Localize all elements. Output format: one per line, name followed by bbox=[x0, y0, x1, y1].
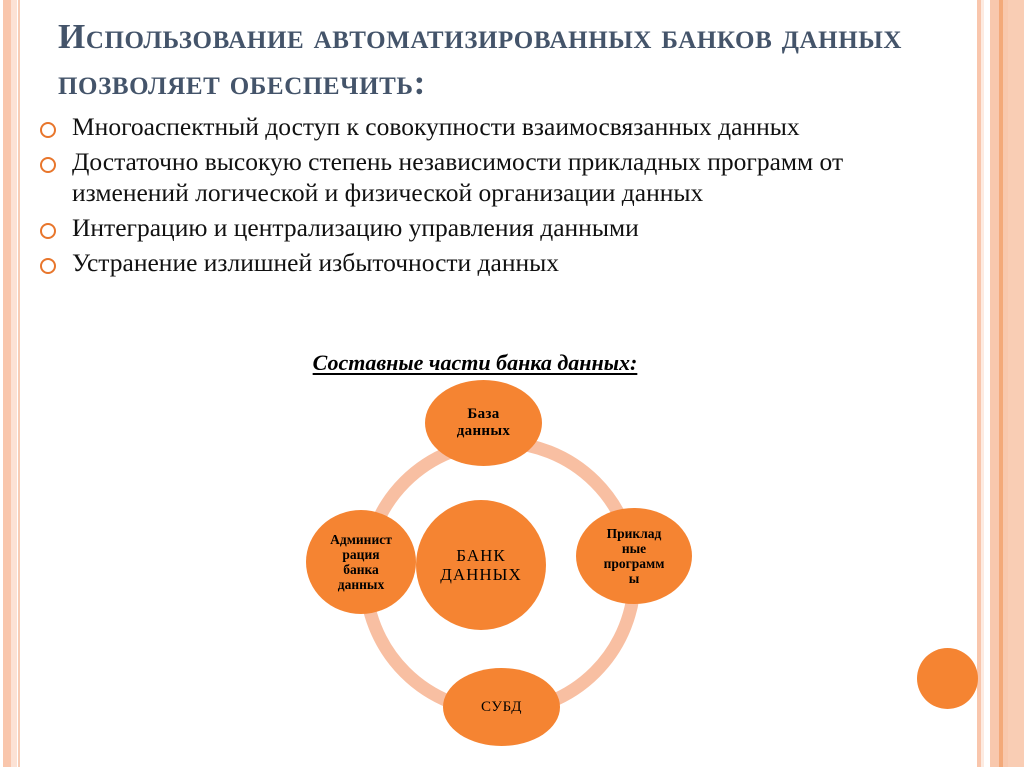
bank-of-data-diagram: База данных Админист рация банка данных … bbox=[296, 378, 714, 748]
left-edge-stripe-outer bbox=[3, 0, 11, 767]
page-title: Использование автоматизированных банков … bbox=[58, 17, 903, 102]
diagram-node-dbms-label: СУБД bbox=[480, 698, 523, 715]
diagram-node-center-label: БАНК ДАННЫХ bbox=[440, 545, 522, 584]
diagram-heading: Составные части банка данных: bbox=[312, 350, 638, 375]
left-edge-stripe-inner bbox=[11, 0, 17, 767]
list-item-label: Достаточно высокую степень независимости… bbox=[72, 147, 844, 207]
hollow-circle-bullet-icon bbox=[40, 223, 56, 240]
list-item-label: Интеграцию и централизацию управления да… bbox=[72, 213, 639, 243]
list-item-label: Многоаспектный доступ к совокупности вза… bbox=[72, 112, 800, 141]
diagram-node-administration: Админист рация банка данных bbox=[306, 510, 416, 614]
diagram-node-application-programs-label: Приклад ные программ ы bbox=[603, 525, 665, 587]
diagram-node-database-label: База данных bbox=[456, 406, 511, 439]
right-edge-band-outer bbox=[1008, 0, 1024, 767]
right-edge-accent-line bbox=[999, 0, 1003, 767]
hollow-circle-bullet-icon bbox=[40, 157, 56, 174]
list-item: Достаточно высокую степень независимости… bbox=[40, 147, 950, 208]
list-item: Интеграцию и централизацию управления да… bbox=[40, 213, 950, 243]
hollow-circle-bullet-icon bbox=[40, 258, 56, 275]
diagram-node-center-databank: БАНК ДАННЫХ bbox=[416, 500, 546, 630]
diagram-node-database: База данных bbox=[425, 380, 542, 466]
diagram-node-dbms: СУБД bbox=[443, 668, 560, 746]
list-item-label: Устранение излишней избыточности данных bbox=[72, 248, 560, 278]
right-edge-stripe-thin bbox=[981, 0, 984, 767]
left-edge-hairline bbox=[18, 0, 20, 767]
list-item: Устранение излишней избыточности данных bbox=[40, 248, 950, 278]
diagram-node-administration-label: Админист рация банка данных bbox=[330, 531, 392, 593]
decorative-circle bbox=[917, 648, 978, 709]
bullet-list: Многоаспектный доступ к совокупности вза… bbox=[40, 112, 950, 284]
list-item: Многоаспектный доступ к совокупности вза… bbox=[40, 112, 950, 142]
right-edge-hairline bbox=[977, 0, 981, 767]
diagram-node-application-programs: Приклад ные программ ы bbox=[576, 508, 692, 604]
hollow-circle-bullet-icon bbox=[40, 122, 56, 138]
